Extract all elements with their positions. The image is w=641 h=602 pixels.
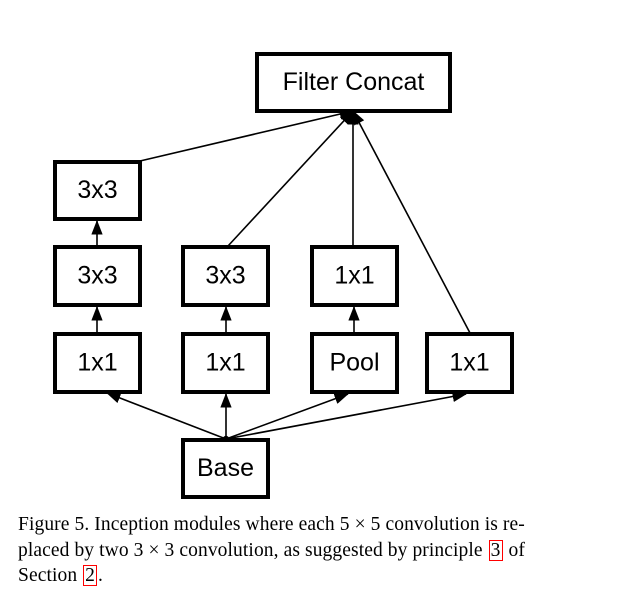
node-box-filter-concat[interactable]	[255, 52, 452, 113]
edge-1x1col4-to-concat	[352, 110, 471, 334]
node-box-conv1x1-bottom-left[interactable]	[53, 332, 142, 394]
edge-3x3topleft-to-concat	[139, 108, 354, 162]
caption-line-2-pre: placed by two 3 × 3 convolution, as sugg…	[18, 539, 488, 561]
node-conv3x3-col2[interactable]: 3x3	[181, 245, 270, 307]
edge-base-to-1x1left	[106, 392, 227, 440]
node-conv1x1-col3[interactable]: 1x1	[310, 245, 399, 307]
caption-line-3-post: .	[98, 565, 104, 586]
caption-line-3-pre: Section	[18, 565, 83, 586]
caption-line-2: placed by two 3 × 3 convolution, as sugg…	[18, 538, 624, 564]
caption-line-3: Section 2.	[18, 563, 624, 589]
node-box-pool-col3[interactable]	[310, 332, 399, 394]
node-conv1x1-col4[interactable]: 1x1	[425, 332, 514, 394]
node-conv3x3-top-left[interactable]: 3x3	[53, 160, 142, 221]
edge-3x3col2-to-concat	[227, 110, 354, 247]
node-box-conv3x3-col2[interactable]	[181, 245, 270, 307]
caption-line-2-post: of	[503, 539, 525, 561]
node-box-conv3x3-mid-left[interactable]	[53, 245, 142, 307]
edge-base-to-pool	[225, 393, 349, 440]
node-box-base[interactable]	[181, 438, 270, 499]
caption-line-1-text: Figure 5. Inception modules where each 5…	[18, 514, 525, 535]
node-box-conv1x1-col4[interactable]	[425, 332, 514, 394]
node-base[interactable]: Base	[181, 438, 270, 499]
node-conv3x3-mid-left[interactable]: 3x3	[53, 245, 142, 307]
reference-link-section-2[interactable]: 2	[83, 565, 98, 586]
node-filter-concat[interactable]: Filter Concat	[255, 52, 452, 113]
node-box-conv1x1-col2[interactable]	[181, 332, 270, 394]
edge-base-to-1x1col4	[225, 390, 467, 440]
node-pool-col3[interactable]: Pool	[310, 332, 399, 394]
reference-link-principle-3[interactable]: 3	[488, 539, 503, 561]
caption-line-1: Figure 5. Inception modules where each 5…	[18, 512, 624, 538]
node-conv1x1-bottom-left[interactable]: 1x1	[53, 332, 142, 394]
node-box-conv3x3-top-left[interactable]	[53, 160, 142, 221]
edges-layer	[91, 108, 471, 440]
node-box-conv1x1-col3[interactable]	[310, 245, 399, 307]
node-conv1x1-col2[interactable]: 1x1	[181, 332, 270, 394]
figure-caption: Figure 5. Inception modules where each 5…	[18, 512, 624, 589]
